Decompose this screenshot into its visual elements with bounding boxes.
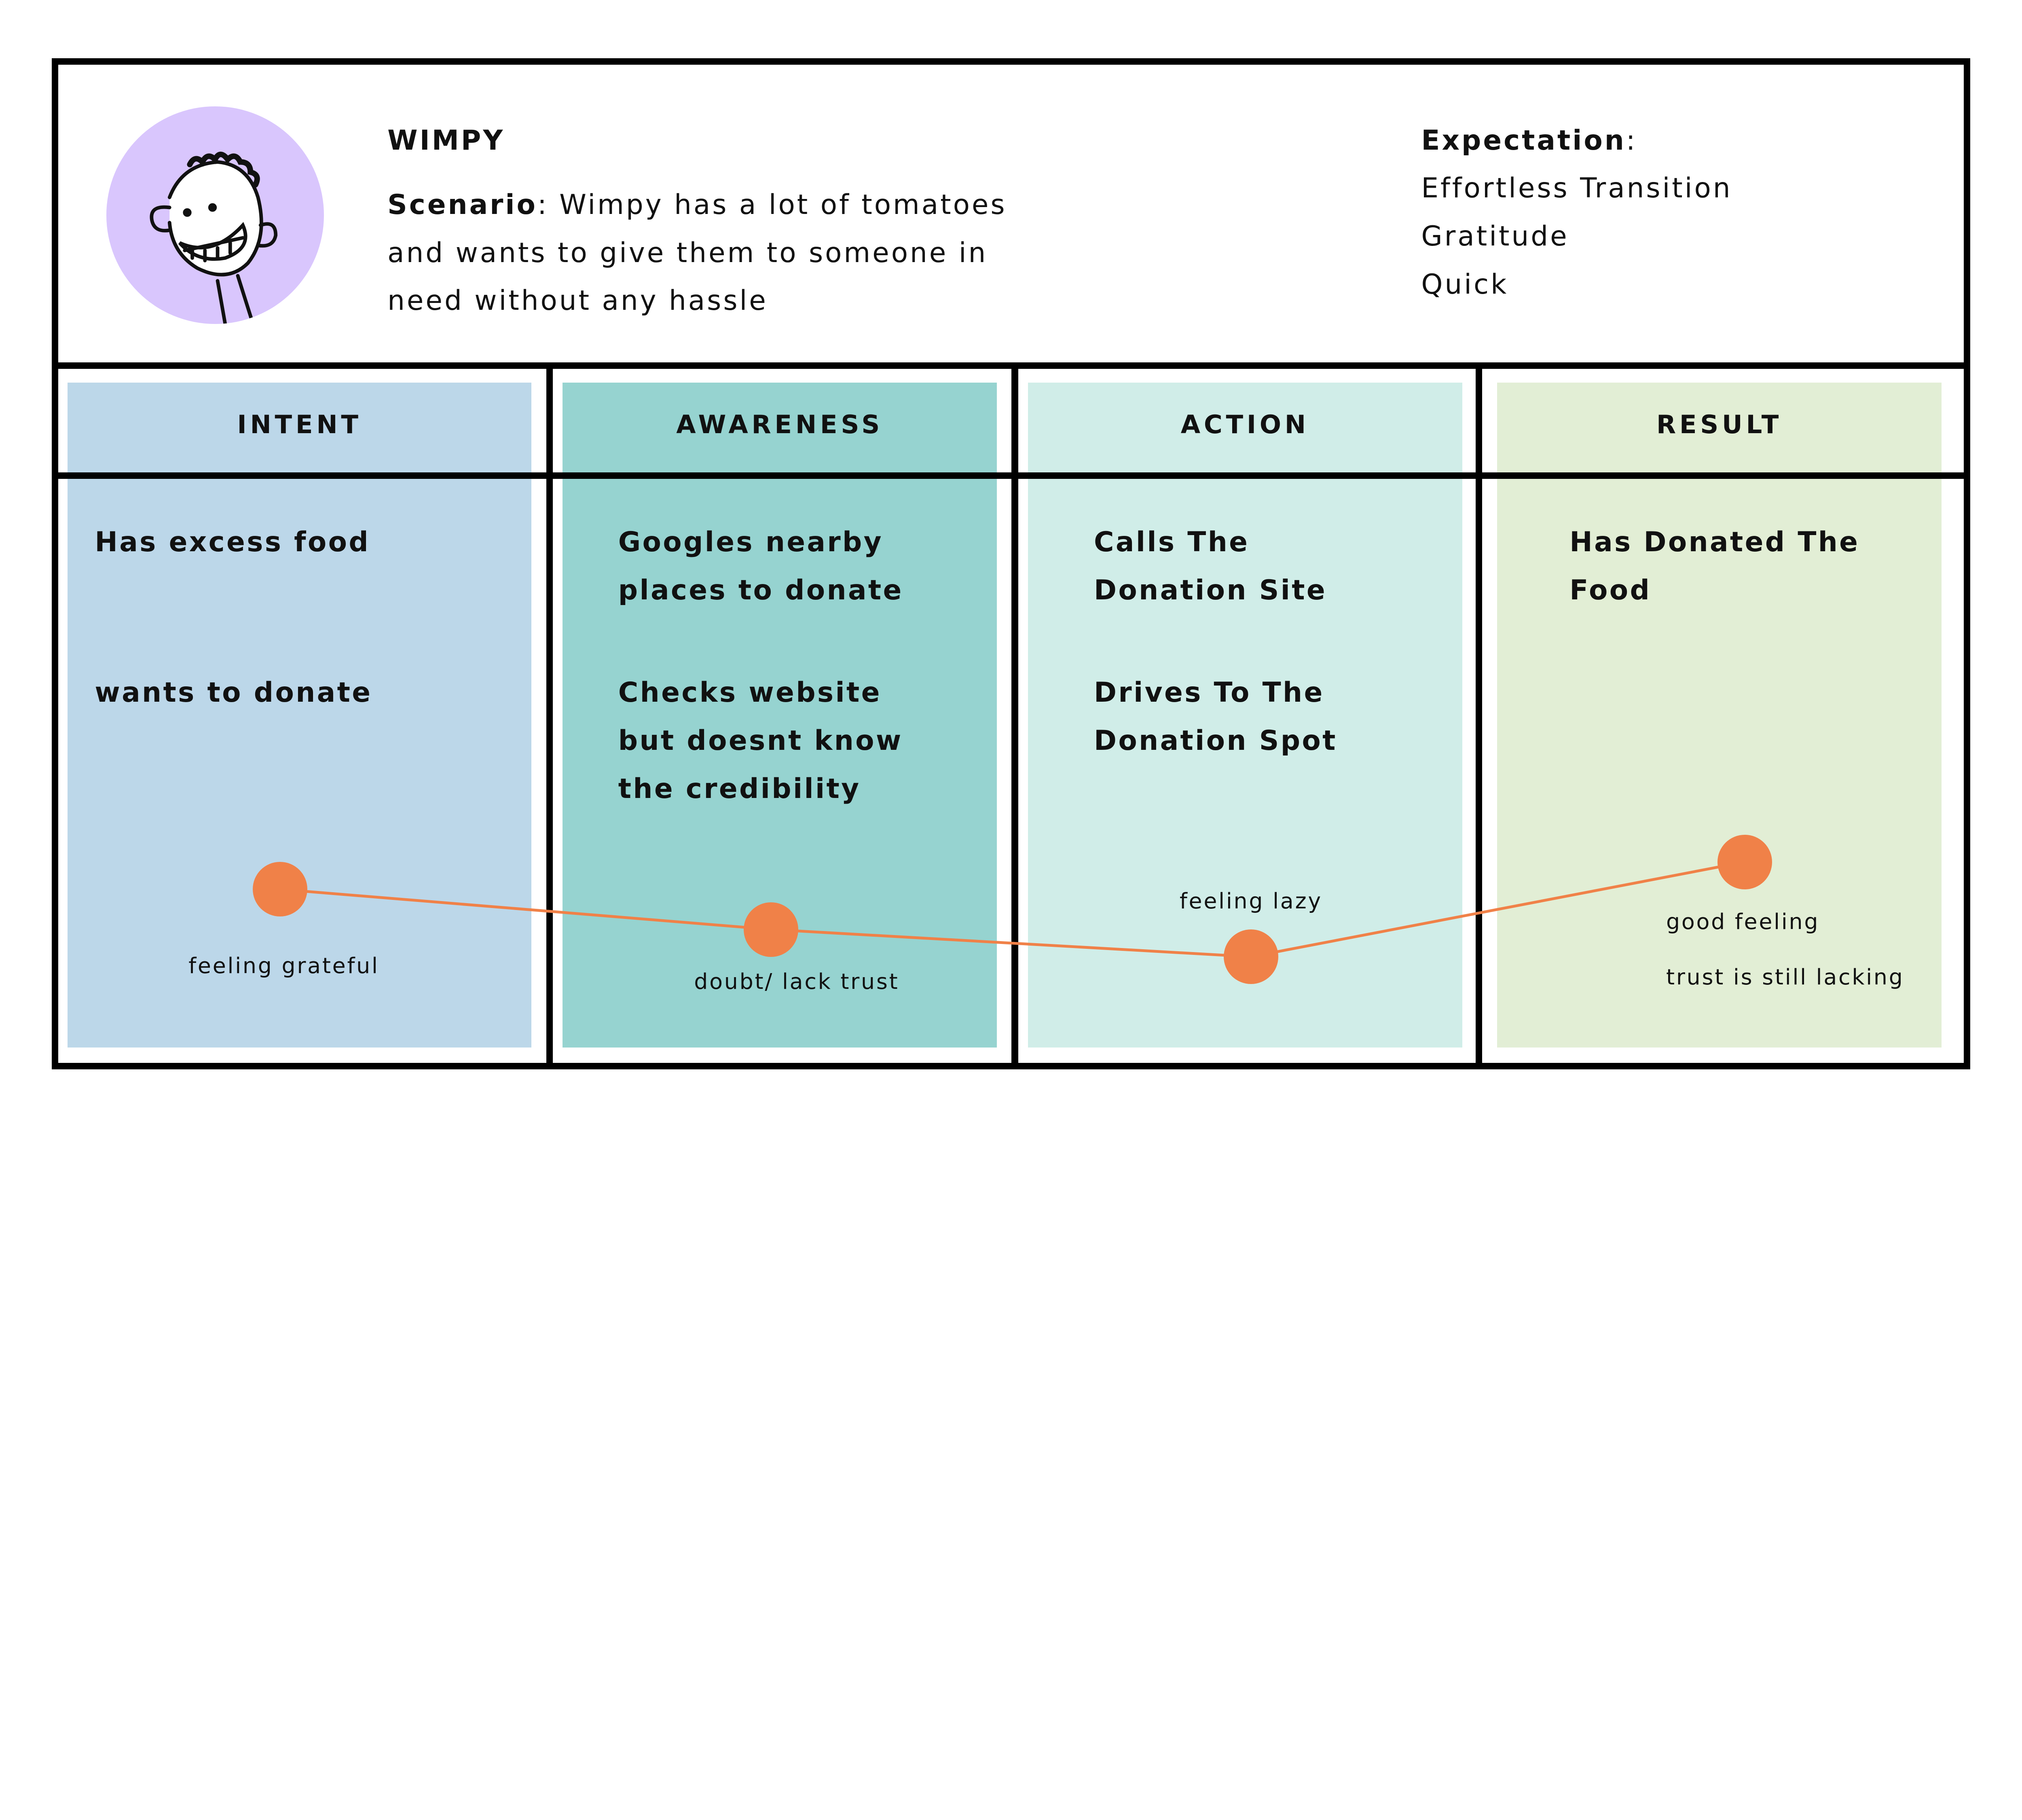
- column-header-divider: [52, 472, 1970, 479]
- expectation-item: Effortless Transition: [1421, 172, 1732, 204]
- scenario-label: Scenario: [387, 188, 537, 220]
- persona-avatar: [106, 106, 324, 324]
- emotion-label: trust is still lacking: [1666, 964, 1904, 990]
- column-divider: [546, 362, 553, 1070]
- scenario-line: need without any hassle: [387, 284, 768, 317]
- emotion-label: feeling lazy: [1179, 888, 1322, 914]
- emotion-label: feeling grateful: [188, 953, 379, 979]
- header-divider: [52, 362, 1970, 369]
- result-step: Has Donated The Food: [1569, 526, 1860, 606]
- emotion-label: good feeling: [1666, 908, 1820, 934]
- intent-panel: [67, 382, 532, 1048]
- emotion-line-path: [280, 860, 1745, 959]
- column-header-intent: INTENT: [237, 409, 362, 439]
- emotion-line: [280, 860, 1745, 959]
- emotion-point-action: [1223, 929, 1278, 984]
- journey-frame: [52, 58, 1970, 1070]
- action-step: Calls The Donation Site: [1094, 526, 1327, 606]
- expectation-item: Quick: [1421, 268, 1509, 300]
- result-panel: [1497, 382, 1942, 1048]
- emotion-point-awareness: [744, 902, 799, 957]
- scenario-line: Wimpy has a lot of tomatoes: [559, 188, 1007, 220]
- emotion-point-intent: [253, 862, 307, 917]
- scenario: Scenario: Wimpy has a lot of tomatoes an…: [387, 181, 1007, 325]
- action-step: Drives To The Donation Spot: [1094, 676, 1337, 756]
- intent-step: wants to donate: [95, 676, 372, 709]
- emotion-point-result: [1717, 834, 1772, 889]
- intent-step: Has excess food: [95, 526, 370, 558]
- persona-name: WIMPY: [387, 124, 505, 156]
- cartoon-face-icon: [150, 152, 278, 324]
- expectation: Expectation: Effortless Transition Grati…: [1421, 116, 1732, 309]
- emotion-label: doubt/ lack trust: [694, 969, 899, 994]
- scenario-line: and wants to give them to someone in: [387, 236, 988, 269]
- column-header-action: ACTION: [1180, 409, 1309, 439]
- awareness-step: Googles nearby places to donate: [618, 526, 903, 606]
- column-divider: [1011, 362, 1018, 1070]
- column-header-result: RESULT: [1656, 409, 1783, 439]
- column-header-awareness: AWARENESS: [676, 409, 884, 439]
- column-divider: [1475, 362, 1482, 1070]
- awareness-step: Checks website but doesnt know the credi…: [618, 676, 903, 804]
- expectation-label: Expectation: [1421, 124, 1626, 156]
- expectation-item: Gratitude: [1421, 220, 1569, 252]
